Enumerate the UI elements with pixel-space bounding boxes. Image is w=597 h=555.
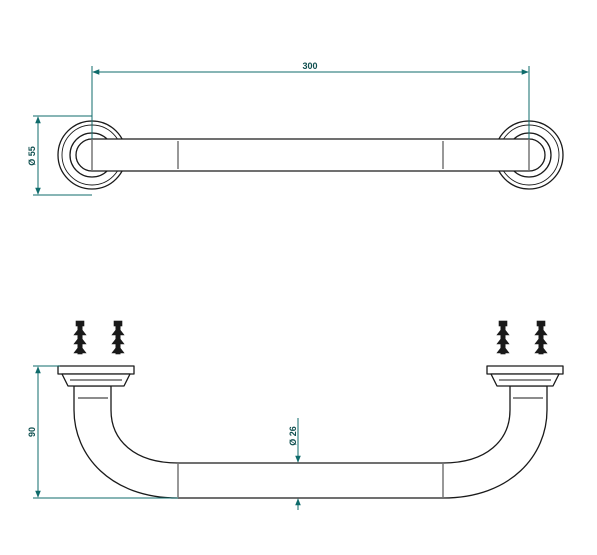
height-dimension: 90 [27,365,178,499]
left-wall-anchors [73,320,125,355]
rosette-diameter-label: Ø 55 [27,146,37,166]
front-view: 90 Ø 26 [27,320,564,510]
left-flange [57,365,135,387]
top-view: 300 Ø 55 [27,61,564,196]
tube-diameter-label: Ø 26 [288,426,298,446]
height-dimension-label: 90 [27,427,37,437]
length-dimension-label: 300 [302,61,317,71]
length-dimension: 300 [91,61,530,139]
rosette-diameter-dimension: Ø 55 [27,115,92,196]
right-wall-anchors [496,320,548,355]
tube-diameter-dimension: Ø 26 [288,418,301,510]
right-flange [486,365,564,387]
bar-top [75,138,546,172]
bar-front [73,385,548,499]
